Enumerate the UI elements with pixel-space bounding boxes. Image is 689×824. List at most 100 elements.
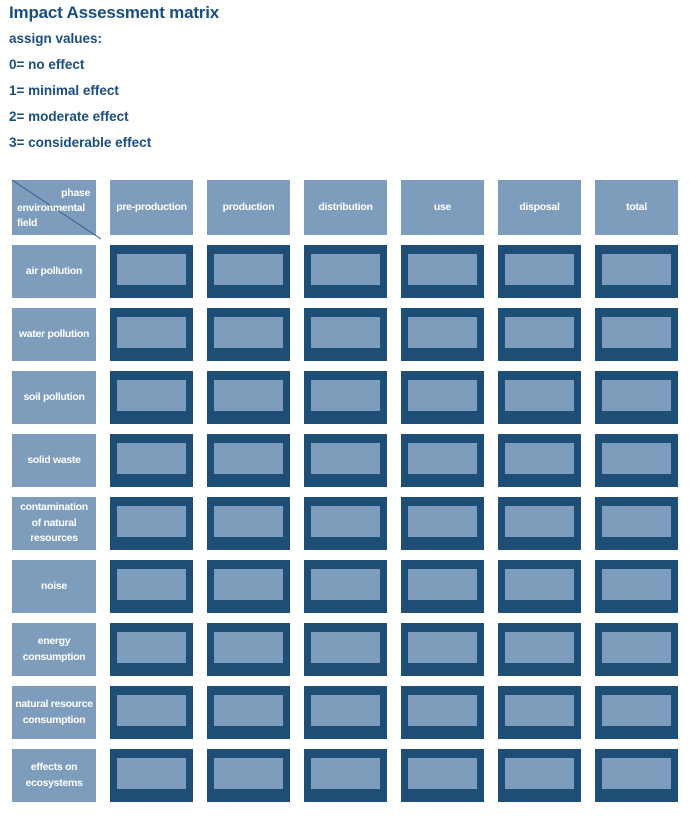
value-input[interactable] [311,569,380,600]
matrix-cell-noise--pre-production [110,560,193,613]
matrix-cell-water-pollution--pre-production [110,308,193,361]
matrix-cell-effects-on-ecosystems--distribution [304,749,387,802]
matrix-cell-water-pollution--distribution [304,308,387,361]
matrix-cell-energy-consumption--production [207,623,290,676]
value-input[interactable] [505,380,574,411]
value-input[interactable] [602,758,671,789]
value-input[interactable] [408,632,477,663]
value-input[interactable] [505,443,574,474]
matrix-cell-air-pollution--total [595,245,678,298]
matrix-cell-energy-consumption--pre-production [110,623,193,676]
value-input[interactable] [214,254,283,285]
matrix-cell-energy-consumption--distribution [304,623,387,676]
value-input[interactable] [311,506,380,537]
matrix-cell-contamination-of-natural-resources--distribution [304,497,387,550]
value-input[interactable] [408,569,477,600]
matrix-cell-effects-on-ecosystems--disposal [498,749,581,802]
value-input[interactable] [214,506,283,537]
matrix-cell-solid-waste--disposal [498,434,581,487]
matrix-cell-air-pollution--production [207,245,290,298]
value-input[interactable] [214,632,283,663]
value-input[interactable] [117,317,186,348]
value-input[interactable] [214,443,283,474]
value-input[interactable] [311,254,380,285]
value-input[interactable] [602,380,671,411]
value-input[interactable] [505,317,574,348]
matrix-cell-energy-consumption--total [595,623,678,676]
value-input[interactable] [505,695,574,726]
row-label-natural-resource-consumption: natural resource consumption [12,686,96,739]
matrix-cell-soil-pollution--use [401,371,484,424]
value-input[interactable] [311,317,380,348]
matrix-cell-water-pollution--use [401,308,484,361]
value-input[interactable] [408,506,477,537]
value-input[interactable] [117,380,186,411]
legend-block: Impact Assessment matrix assign values: … [0,0,689,150]
row-label-effects-on-ecosystems: effects on ecosystems [12,749,96,802]
value-input[interactable] [602,506,671,537]
value-input[interactable] [505,632,574,663]
value-input[interactable] [602,569,671,600]
value-input[interactable] [408,758,477,789]
column-header-pre-production: pre-production [110,180,193,235]
matrix-cell-soil-pollution--pre-production [110,371,193,424]
value-input[interactable] [505,506,574,537]
value-input[interactable] [214,695,283,726]
column-header-disposal: disposal [498,180,581,235]
legend-item-moderate-effect: 2= moderate effect [9,109,129,124]
value-input[interactable] [311,443,380,474]
matrix-cell-natural-resource-consumption--pre-production [110,686,193,739]
value-input[interactable] [408,317,477,348]
matrix-cell-effects-on-ecosystems--pre-production [110,749,193,802]
value-input[interactable] [408,695,477,726]
matrix-cell-water-pollution--disposal [498,308,581,361]
matrix-cell-noise--total [595,560,678,613]
matrix-cell-noise--disposal [498,560,581,613]
value-input[interactable] [117,254,186,285]
matrix-cell-noise--use [401,560,484,613]
matrix-cell-contamination-of-natural-resources--use [401,497,484,550]
value-input[interactable] [214,758,283,789]
column-header-production: production [207,180,290,235]
value-input[interactable] [602,695,671,726]
value-input[interactable] [505,758,574,789]
value-input[interactable] [408,443,477,474]
value-input[interactable] [311,758,380,789]
value-input[interactable] [602,632,671,663]
value-input[interactable] [602,254,671,285]
matrix-cell-air-pollution--disposal [498,245,581,298]
value-input[interactable] [602,317,671,348]
column-header-total: total [595,180,678,235]
matrix-cell-solid-waste--total [595,434,678,487]
page-title: Impact Assessment matrix [9,3,219,22]
value-input[interactable] [311,695,380,726]
matrix-cell-natural-resource-consumption--production [207,686,290,739]
matrix-cell-air-pollution--distribution [304,245,387,298]
row-label-contamination-of-natural-resources: contamination of natural resources [12,497,96,550]
value-input[interactable] [505,569,574,600]
value-input[interactable] [311,632,380,663]
value-input[interactable] [214,380,283,411]
value-input[interactable] [602,443,671,474]
value-input[interactable] [117,758,186,789]
value-input[interactable] [117,506,186,537]
matrix-cell-soil-pollution--total [595,371,678,424]
value-input[interactable] [117,443,186,474]
value-input[interactable] [117,632,186,663]
value-input[interactable] [117,569,186,600]
value-input[interactable] [505,254,574,285]
matrix-cell-contamination-of-natural-resources--total [595,497,678,550]
value-input[interactable] [408,254,477,285]
value-input[interactable] [408,380,477,411]
matrix-cell-water-pollution--total [595,308,678,361]
matrix-cell-effects-on-ecosystems--total [595,749,678,802]
matrix-cell-solid-waste--pre-production [110,434,193,487]
value-input[interactable] [214,569,283,600]
value-input[interactable] [214,317,283,348]
matrix-cell-contamination-of-natural-resources--pre-production [110,497,193,550]
row-label-air-pollution: air pollution [12,245,96,298]
matrix-cell-noise--production [207,560,290,613]
value-input[interactable] [311,380,380,411]
value-input[interactable] [117,695,186,726]
matrix-cell-effects-on-ecosystems--use [401,749,484,802]
